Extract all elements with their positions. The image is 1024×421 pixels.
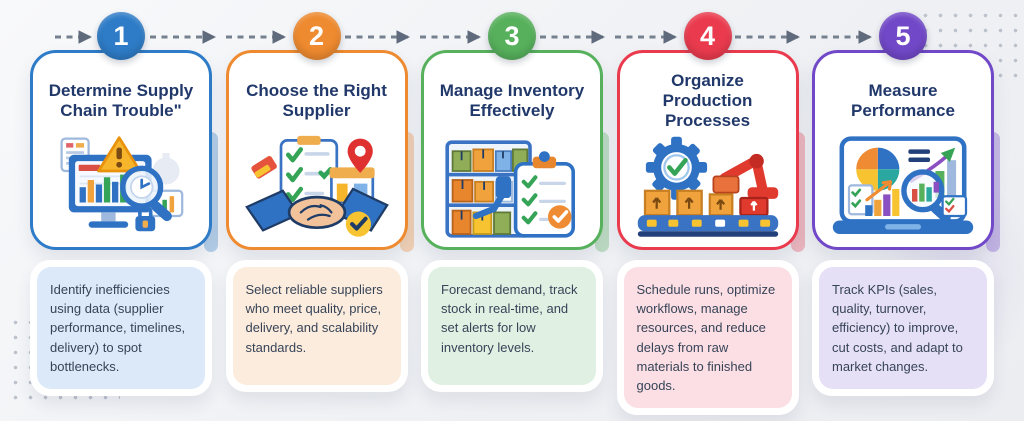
step-number: 5	[895, 20, 911, 51]
step-card: Determine Supply Chain Trouble"	[30, 50, 212, 250]
step-column: 4 Organize Production Processes Schedule…	[616, 12, 805, 416]
step-column: 5 Measure Performance Track KPIs (sales,…	[812, 12, 1000, 415]
production-line-icon	[630, 133, 786, 249]
step-number-badge: 1	[97, 12, 145, 60]
step-number-badge: 5	[879, 12, 927, 60]
handshake-checklist-icon	[239, 133, 395, 249]
step-description-card: Schedule runs, optimize workflows, manag…	[616, 260, 799, 416]
step-number: 4	[699, 20, 716, 51]
step-description: Track KPIs (sales, quality, turnover, ef…	[819, 267, 987, 390]
step-title: Manage Inventory Effectively	[439, 80, 585, 120]
step-number-badge: 4	[683, 12, 732, 60]
step-column: 2 Choose the Right Supplier Select relia…	[225, 12, 414, 415]
step-description-card: Select reliable suppliers who meet quali…	[225, 260, 408, 392]
step-description: Select reliable suppliers who meet quali…	[232, 267, 401, 385]
step-number: 1	[113, 20, 129, 51]
step-description: Forecast demand, track stock in real-tim…	[428, 267, 596, 385]
step-number-badge: 2	[292, 12, 341, 60]
step-column: 3 Manage Inventory Effectively Forecast …	[421, 12, 609, 415]
step-description-card: Forecast demand, track stock in real-tim…	[421, 260, 603, 392]
step-title: Organize Production Processes	[662, 70, 753, 131]
step-description: Schedule runs, optimize workflows, manag…	[623, 267, 792, 409]
step-title: Measure Performance	[851, 80, 955, 120]
step-number: 2	[308, 20, 325, 51]
step-column: 1 Determine Supply Chain Trouble" Identi…	[30, 12, 218, 415]
step-title: Determine Supply Chain Trouble"	[48, 80, 194, 120]
step-card: Organize Production Processes	[616, 50, 799, 250]
step-card: Measure Performance	[812, 50, 994, 250]
step-title: Choose the Right Supplier	[246, 80, 387, 120]
step-number-badge: 3	[488, 12, 536, 60]
monitor-analysis-icon	[43, 133, 199, 249]
step-description-card: Track KPIs (sales, quality, turnover, ef…	[812, 260, 994, 397]
step-card: Choose the Right Supplier	[225, 50, 408, 250]
step-number: 3	[504, 20, 520, 51]
step-description-card: Identify inefficiencies using data (supp…	[30, 260, 212, 397]
inventory-shelf-icon	[434, 133, 590, 249]
performance-dashboard-icon	[825, 133, 981, 249]
step-description: Identify inefficiencies using data (supp…	[37, 267, 205, 390]
step-card: Manage Inventory Effectively	[421, 50, 603, 250]
